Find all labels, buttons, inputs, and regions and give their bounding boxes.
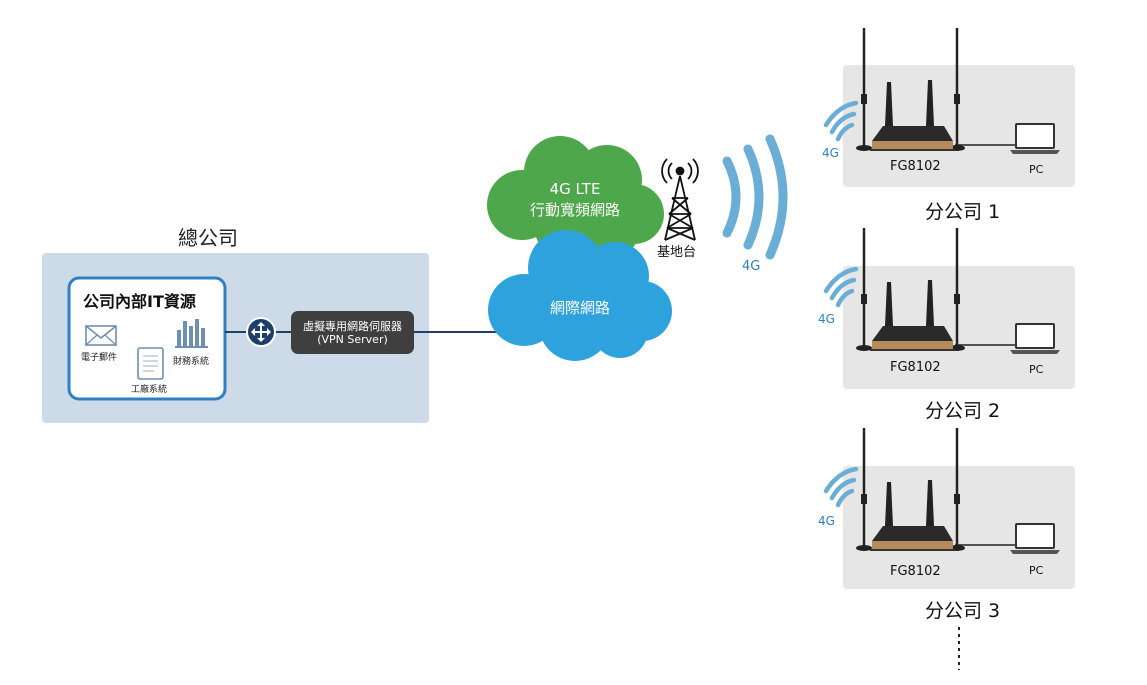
branch-2-router-icon (856, 228, 965, 351)
branch-1-laptop-icon (1010, 123, 1060, 154)
tower-label: 基地台 (657, 245, 697, 260)
lte-label-line2: 行動寬頻網路 (529, 201, 620, 219)
branch-2-laptop-icon (1010, 323, 1060, 354)
branch-1-signal-icon (823, 100, 859, 142)
factory-document-icon (137, 347, 164, 380)
branch-3 (843, 466, 1075, 589)
tower-signal-waves (722, 134, 788, 260)
branch-3-signal-icon (823, 466, 859, 508)
branch-1-title: 分公司 1 (925, 201, 1001, 223)
email-label: 電子郵件 (81, 353, 118, 363)
tower-signal-label: 4G (742, 259, 761, 274)
hq-title: 總公司 (178, 226, 238, 250)
email-icon (85, 325, 117, 346)
vpn-label-line1: 虛擬專用網路伺服器 (303, 320, 402, 333)
vpn-label-line2: (VPN Server) (317, 333, 388, 346)
branch-3-pc-label: PC (1029, 564, 1044, 577)
vpn-server-box (291, 311, 414, 354)
factory-label: 工廠系統 (131, 385, 168, 395)
tower-icon (661, 158, 699, 241)
finance-chart-icon (175, 319, 208, 348)
branch-1-router-icon (856, 28, 965, 151)
internet-cloud (488, 230, 672, 361)
lte-label-line1: 4G LTE (549, 180, 601, 198)
internet-label: 網際網路 (549, 299, 610, 317)
branch-3-device-label: FG8102 (890, 564, 941, 579)
branch-3-title: 分公司 3 (925, 600, 1001, 622)
it-resources-box (67, 276, 227, 401)
branch-3-signal-label: 4G (818, 514, 835, 528)
branch-2-pc-label: PC (1029, 363, 1044, 376)
branch-1-pc-label: PC (1029, 163, 1044, 176)
router-icon (246, 317, 276, 347)
branch-2-title: 分公司 2 (925, 400, 1001, 422)
branch-2 (843, 266, 1075, 389)
branch-1 (843, 65, 1075, 187)
lte-cloud (487, 136, 664, 258)
it-box-title: 公司內部IT資源 (83, 292, 196, 311)
branch-2-signal-label: 4G (818, 312, 835, 326)
branch-1-signal-label: 4G (822, 146, 839, 160)
branch-2-device-label: FG8102 (890, 360, 941, 375)
finance-label: 財務系統 (173, 357, 210, 367)
branch-3-router-icon (856, 428, 965, 551)
branch-1-device-label: FG8102 (890, 159, 941, 174)
branch-2-signal-icon (823, 266, 859, 308)
branch-3-laptop-icon (1010, 523, 1060, 554)
